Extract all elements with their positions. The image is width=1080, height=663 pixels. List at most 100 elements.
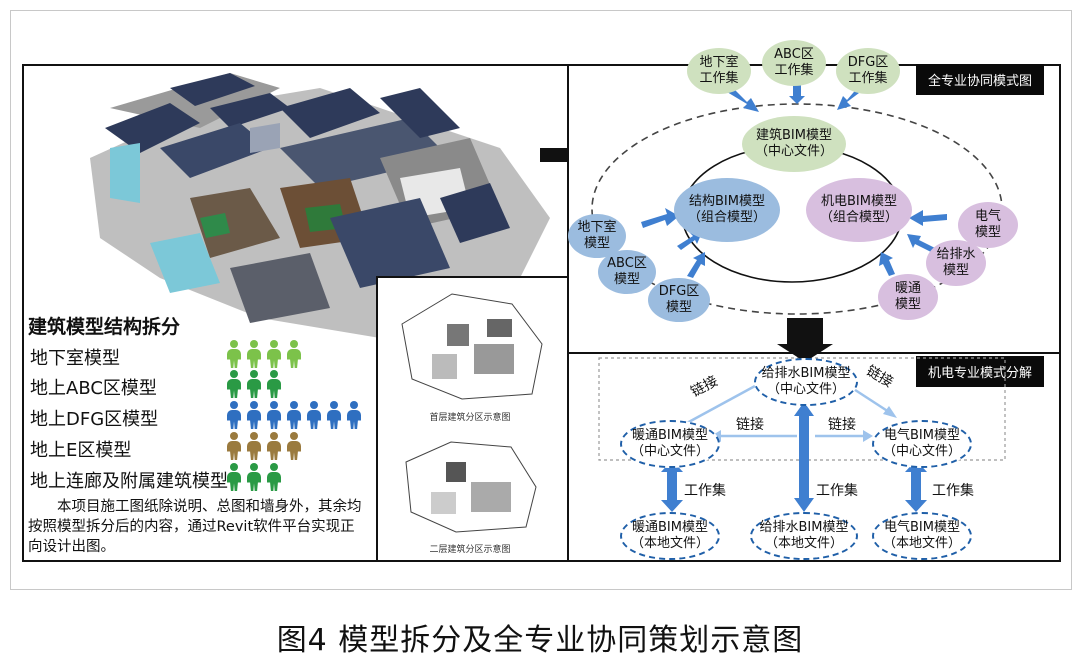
node-line: 机电BIM模型 (821, 194, 897, 209)
node-line: 模型 (583, 236, 610, 251)
node-line: 给排水 (936, 247, 976, 262)
link-label-mid-right: 链接 (828, 417, 856, 433)
node-line: （中心文件） (754, 144, 833, 159)
plan-caption-1: 首层建筑分区示意图 (429, 413, 511, 423)
person-icon (306, 401, 322, 429)
node-line: DFG区 (847, 55, 889, 70)
person-icon (286, 401, 302, 429)
basement-workset-node: 地下室工作集 (687, 48, 751, 94)
person-icon (286, 432, 302, 460)
building-render (90, 73, 550, 338)
hvac-model-node: 暖通模型 (878, 274, 938, 320)
dfg-workset-node: DFG区工作集 (836, 48, 900, 94)
collab-tag: 全专业协同模式图 (916, 64, 1045, 95)
node-line: 工作集 (848, 71, 888, 86)
node-line: （组合模型） (819, 210, 898, 225)
person-icon (346, 401, 362, 429)
legend-row-label: 地上连廊及附属建筑模型 (30, 471, 228, 492)
person-icon (226, 432, 242, 460)
person-icon (326, 401, 342, 429)
legend-row-label: 地上E区模型 (30, 440, 132, 461)
node-line: （中心文件） (766, 382, 845, 397)
person-icon (246, 432, 262, 460)
project-note: 本项目施工图纸除说明、总图和墙身外，其余均按照模型拆分后的内容，通过Revit软… (28, 499, 362, 555)
legend-row-label: 地下室模型 (30, 348, 120, 369)
electrical-local-node: 电气BIM模型（本地文件） (872, 512, 972, 560)
floor-plan-inset (376, 276, 570, 562)
person-icon (246, 340, 262, 368)
plan-caption-2: 二层建筑分区示意图 (429, 545, 511, 555)
node-line: （中心文件） (630, 444, 709, 459)
node-line: 模型 (974, 225, 1001, 240)
floor-plan-2 (405, 441, 537, 533)
figure-caption: 图4 模型拆分及全专业协同策划示意图 (276, 623, 804, 658)
legend-title: 建筑模型结构拆分 (28, 316, 181, 338)
legend-row-label: 地上ABC区模型 (30, 378, 157, 399)
legend-people (226, 432, 302, 460)
node-line: （本地文件） (630, 536, 709, 551)
electrical-model-node: 电气模型 (958, 202, 1018, 248)
workset-label-right: 工作集 (932, 483, 974, 499)
person-icon (286, 340, 302, 368)
plumbing-local-node: 给排水BIM模型（本地文件） (750, 512, 858, 560)
node-line: 结构BIM模型 (689, 194, 765, 209)
person-icon (266, 463, 282, 491)
node-line: 电气BIM模型 (884, 520, 960, 535)
legend-people (226, 401, 362, 429)
node-line: DFG区 (658, 284, 700, 299)
architecture-center-node: 建筑BIM模型（中心文件） (742, 116, 846, 172)
person-icon (266, 432, 282, 460)
person-icon (226, 463, 242, 491)
abc-workset-node: ABC区工作集 (762, 40, 826, 86)
person-icon (226, 370, 242, 398)
node-line: 电气 (974, 209, 1001, 224)
mep-breakdown-tag: 机电专业模式分解 (916, 356, 1045, 387)
node-line: 给排水BIM模型 (759, 520, 849, 535)
legend-row-label: 地上DFG区模型 (30, 409, 159, 430)
workset-label-left: 工作集 (684, 483, 726, 499)
person-icon (246, 370, 262, 398)
hvac-center-node: 暖通BIM模型（中心文件） (620, 420, 720, 468)
plumbing-model-node: 给排水模型 (926, 240, 986, 286)
node-line: ABC区 (774, 47, 814, 62)
workset-label-mid: 工作集 (816, 483, 858, 499)
node-line: 地下室 (577, 220, 617, 235)
node-line: （本地文件） (882, 536, 961, 551)
person-icon (266, 340, 282, 368)
person-icon (246, 401, 262, 429)
node-line: 工作集 (699, 71, 739, 86)
node-line: 模型 (942, 263, 969, 278)
node-line: 电气BIM模型 (884, 428, 960, 443)
dfg-model-node: DFG区模型 (648, 278, 710, 322)
node-line: 模型 (613, 272, 640, 287)
node-line: （本地文件） (764, 536, 843, 551)
floor-plan-1 (401, 293, 543, 400)
node-line: 地下室 (699, 55, 739, 70)
node-line: ABC区 (607, 256, 647, 271)
person-icon (246, 463, 262, 491)
person-icon (266, 370, 282, 398)
node-line: 建筑BIM模型 (756, 128, 832, 143)
node-line: （组合模型） (687, 210, 766, 225)
node-line: 模型 (665, 300, 692, 315)
node-line: 暖通BIM模型 (632, 520, 708, 535)
legend-people (226, 340, 302, 368)
electrical-center-node: 电气BIM模型（中心文件） (872, 420, 972, 468)
node-line: 工作集 (774, 63, 814, 78)
node-line: 暖通 (894, 281, 921, 296)
legend-people (226, 463, 282, 491)
node-line: （中心文件） (882, 444, 961, 459)
node-line: 暖通BIM模型 (632, 428, 708, 443)
mep-node: 机电BIM模型（组合模型） (806, 178, 912, 242)
hvac-local-node: 暖通BIM模型（本地文件） (620, 512, 720, 560)
person-icon (226, 340, 242, 368)
node-line: 给排水BIM模型 (761, 366, 851, 381)
person-icon (266, 401, 282, 429)
link-label-mid-left: 链接 (736, 417, 764, 433)
node-line: 模型 (894, 297, 921, 312)
plumbing-center-node: 给排水BIM模型（中心文件） (754, 358, 858, 406)
person-icon (226, 401, 242, 429)
abc-model-node: ABC区模型 (598, 250, 656, 294)
legend-people (226, 370, 282, 398)
structure-node: 结构BIM模型（组合模型） (674, 178, 780, 242)
